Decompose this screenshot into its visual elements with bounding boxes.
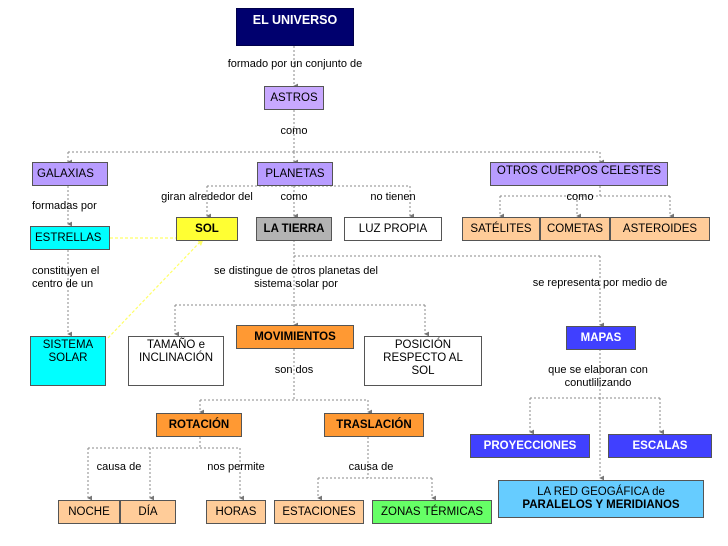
node-mapas: MAPAS [566,326,636,350]
node-posicion-label: POSICIÓN RESPECTO AL SOL [383,339,463,377]
node-escalas: ESCALAS [608,434,712,458]
node-satelites: SATÉLITES [462,217,540,241]
node-planetas: PLANETAS [257,162,333,186]
link-se-distingue: se distingue de otros planetas del siste… [214,265,378,290]
link-como-astros: como [280,125,308,137]
node-estaciones: ESTACIONES [274,500,364,524]
node-posicion: POSICIÓN RESPECTO AL SOL [364,336,482,386]
node-rotacion-label: ROTACIÓN [168,418,230,431]
node-planetas-label: PLANETAS [265,167,325,180]
node-zonas-termicas-label: ZONAS TÉRMICAS [380,505,484,518]
node-asteroides-label: ASTEROIDES [622,222,698,235]
node-sistema-solar-label: SISTEMA SOLAR [42,339,94,364]
node-la-tierra: LA TIERRA [256,217,332,241]
node-la-tierra-label: LA TIERRA [263,222,325,235]
node-sistema-solar: SISTEMA SOLAR [30,336,106,386]
link-formado-por: formado por un conjunto de [227,58,363,70]
node-movimientos-label: MOVIMIENTOS [254,330,336,343]
node-dia: DÍA [120,500,176,524]
node-zonas-termicas: ZONAS TÉRMICAS [372,500,492,524]
node-galaxias-label: GALAXIAS [37,167,94,180]
node-tamano: TAMAÑO e INCLINACIÓN [128,336,224,386]
node-traslacion: TRASLACIÓN [324,413,424,437]
node-sol: SOL [176,217,238,241]
node-cometas-label: COMETAS [546,222,603,235]
node-proyecciones: PROYECCIONES [470,434,590,458]
node-tamano-label: TAMAÑO e INCLINACIÓN [138,339,214,364]
node-red-geografica-line2: PARALELOS Y MERIDIANOS [522,499,680,511]
node-luz-propia-label: LUZ PROPIA [358,222,428,235]
node-estaciones-label: ESTACIONES [282,505,356,518]
link-causa-de-2: causa de [348,461,394,473]
link-causa-de-1: causa de [96,461,142,473]
node-asteroides: ASTEROIDES [610,217,710,241]
node-astros-label: ASTROS [270,91,318,104]
node-estrellas-label: ESTRELLAS [35,231,102,244]
link-como-otros: como [566,191,594,203]
node-red-geografica-line1: LA RED GEOGÁFICA de [537,486,665,498]
node-astros: ASTROS [264,86,324,110]
link-son-dos: son dos [274,364,314,376]
node-cometas: COMETAS [540,217,610,241]
node-noche: NOCHE [58,500,120,524]
node-sol-label: SOL [195,222,219,235]
link-como-planetas: como [280,191,308,203]
link-no-tienen: no tienen [370,191,416,203]
node-otros-cuerpos-label: OTROS CUERPOS CELESTES [496,165,662,177]
node-horas: HORAS [206,500,266,524]
link-constituyen: constituyen el centro de un [32,265,100,290]
node-dia-label: DÍA [138,505,158,518]
node-satelites-label: SATÉLITES [470,222,532,235]
node-galaxias: GALAXIAS [32,162,108,186]
link-se-representa: se representa por medio de [532,277,668,289]
node-traslacion-label: TRASLACIÓN [336,418,412,431]
node-escalas-label: ESCALAS [632,439,688,452]
node-universo-label: EL UNIVERSO [252,13,338,27]
node-universo: EL UNIVERSO [236,8,354,46]
node-luz-propia: LUZ PROPIA [344,217,442,241]
node-estrellas: ESTRELLAS [30,226,110,250]
node-horas-label: HORAS [215,505,257,518]
node-rotacion: ROTACIÓN [156,413,242,437]
link-formadas-por: formadas por [32,200,97,212]
node-proyecciones-label: PROYECCIONES [483,439,577,452]
link-nos-permite: nos permite [207,461,265,473]
node-noche-label: NOCHE [68,505,110,518]
node-movimientos: MOVIMIENTOS [236,325,354,349]
node-mapas-label: MAPAS [580,331,622,344]
link-se-elaboran: que se elaboran con conutlilizando [548,364,648,389]
node-otros-cuerpos: OTROS CUERPOS CELESTES [490,162,668,186]
node-red-geografica: LA RED GEOGÁFICA de PARALELOS Y MERIDIAN… [498,480,704,518]
link-giran: giran alrededor del [161,191,253,203]
